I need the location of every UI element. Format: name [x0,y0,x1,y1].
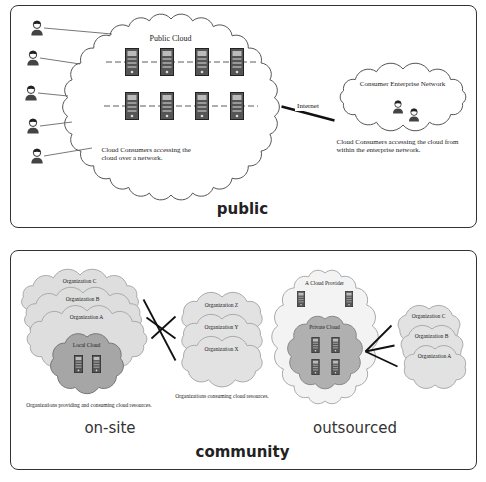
server-icon [332,359,339,374]
server-icon [196,93,209,120]
person-icon [25,86,36,101]
network-link [366,352,398,367]
person-icon [27,51,38,66]
cloud-label: Private Cloud [295,324,355,330]
caption-note: Organizations providing and consuming cl… [14,402,164,408]
cloud-label: Organization C [40,278,120,284]
cloud-outline [398,342,472,392]
cloud-outline-path [181,336,261,387]
cloud-outline-path [340,63,466,131]
group-label: on-site [50,420,170,437]
panel-title: public [11,201,474,218]
cloud-shape: Private Cloud A Cloud Provider [270,266,380,408]
leader-line [38,93,68,96]
cloud-outline-path [271,270,377,403]
caption-note: Organizations consuming cloud resources. [170,393,274,399]
cloud-shape: Private Cloud [284,312,366,392]
group-label: outsourced [280,420,430,437]
server-icon [126,49,139,76]
cloud-outline-path [181,292,261,343]
cloud-label: Public Cloud [121,34,221,43]
cloud-label: Organization B [43,296,123,302]
cloud-shape: Local Cloud Organization A [22,304,152,374]
cloud-outline-path [181,314,261,365]
cloud-shape: Consumer Enterprise NetworkCloud Consume… [335,62,471,180]
cloud-shape: Organization C [392,302,466,350]
cloud-outline-path [24,287,141,349]
cloud-label: Organization X [192,346,252,352]
person-icon [31,149,42,164]
person-icon [393,101,403,114]
cloud-outline-path [404,345,465,388]
cloud-shape: Organization Z [176,290,268,344]
server-icon [332,337,339,352]
cloud-outline [46,330,128,396]
consumer-leader-lines [38,28,112,156]
person-icon [27,119,38,134]
server-icon [297,291,304,306]
cloud-caption: Cloud Consumers accessing the cloud from… [337,138,468,154]
cloud-shape: Organization A [398,342,472,392]
cloud-outline [176,290,268,344]
cloud-shape: Organization Y [176,312,268,366]
person-icon [31,21,42,36]
server-icon [126,93,139,120]
cloud-caption: Cloud Consumers accessing the cloud over… [102,146,202,162]
cloud-outline [270,266,380,408]
panel-title: community [11,444,474,461]
server-icon [92,355,100,372]
server-icon [74,355,82,372]
leader-line [44,28,112,34]
cloud-outline-path [50,333,123,393]
cloud-label: Organization B [402,333,462,339]
server-icon [231,93,244,120]
network-link [147,318,176,339]
cloud-label: Organization A [405,353,465,359]
cloud-label: Local Cloud [57,342,117,348]
cloud-outline [176,334,268,388]
cloud-outline-path [21,269,138,331]
leader-line [40,58,80,64]
cloud-shape: Organization X [176,334,268,388]
cloud-label: Organization Y [192,324,252,330]
edge-label: Internet [295,102,321,110]
server-icon [196,49,209,76]
leader-line [44,148,92,156]
person-icon [409,109,419,122]
cloud-outline-path [62,14,279,200]
server-icon [345,291,352,306]
cloud-outline [395,322,469,370]
cloud-outline-path [27,305,147,372]
leader-line [40,122,72,126]
server-icon [161,49,174,76]
server-icon [312,337,319,352]
cloud-label: A Cloud Provider [285,280,365,286]
network-link [144,300,176,361]
server-icon [312,359,319,374]
panel-frame: Organization COrganization BLocal CloudO… [10,250,477,470]
cloud-outline [176,312,268,366]
cloud-shape: Organization B [395,322,469,370]
cloud-outline-path [287,316,362,389]
server-icon [161,93,174,120]
cloud-label: Consumer Enterprise Network [355,80,451,88]
network-link [366,346,395,352]
cloud-shape: Public CloudCloud Consumers accessing th… [60,12,282,202]
cloud-label: Organization C [399,313,459,319]
cloud-shape: Local Cloud [46,330,128,396]
cloud-label: Organization Z [192,302,252,308]
cloud-outline [335,62,471,132]
cloud-outline-path [398,305,460,348]
cloud-label: Organization A [47,314,127,320]
cloud-outline-path [401,325,463,368]
panel-frame: Public CloudCloud Consumers accessing th… [10,5,477,228]
cloud-outline [392,302,466,350]
server-icon [231,49,244,76]
network-link [152,317,176,339]
